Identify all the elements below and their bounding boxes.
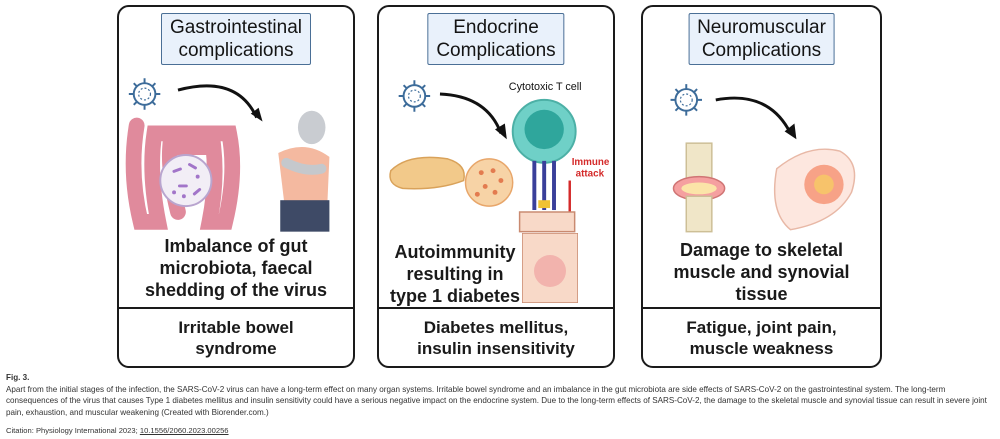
gastrointestinal-illustration [125, 78, 330, 232]
description-line: tissue [735, 284, 788, 304]
arrow-head-icon [784, 123, 797, 140]
panel-title-line: Endocrine [453, 17, 539, 38]
description-line: type 1 diabetes [389, 286, 521, 306]
knee-joint-icon [672, 142, 726, 233]
figure-caption: Fig. 3. Apart from the initial stages of… [6, 372, 994, 418]
doi-link[interactable]: 10.1556/2060.2023.00256 [139, 426, 229, 435]
panel-description: Damage to skeletal muscle and synovial t… [647, 239, 876, 305]
inflamed-knee-icon [773, 148, 856, 231]
panel-title-line: Gastrointestinal [169, 17, 303, 38]
pancreas-icon [389, 156, 514, 207]
panel-description: Imbalance of gut microbiota, faecal shed… [123, 235, 349, 301]
virus-icon [398, 80, 431, 112]
outcome-line: Diabetes mellitus, [423, 318, 569, 337]
immune-attack-label: attack [576, 169, 605, 180]
description-line: resulting in [406, 264, 504, 284]
panel-title-line: Complications [701, 40, 822, 61]
intestine-icon [125, 117, 241, 230]
description-line: muscle and synovial [673, 262, 850, 282]
curved-arrow-icon [439, 92, 503, 134]
panel-endocrine: Endocrine Complications Cytotoxic T cell [377, 5, 615, 368]
panel-title-line: complications [178, 40, 294, 61]
outcome-line: syndrome [195, 339, 277, 358]
panel-divider [643, 307, 880, 309]
citation: Citation: Physiology International 2023;… [6, 426, 229, 435]
panel-neuromuscular: Neuromuscular Complications [641, 5, 882, 368]
description-line: Damage to skeletal [679, 240, 844, 260]
description-line: microbiota, faecal [159, 258, 313, 278]
panel-divider [379, 307, 613, 309]
panel-gastrointestinal: Gastrointestinal complications [117, 5, 355, 368]
panel-title: Endocrine Complications [427, 13, 565, 65]
endocrine-illustration: Cytotoxic T cell [389, 80, 610, 233]
panel-title-line: Neuromuscular [697, 17, 826, 38]
virus-icon [128, 78, 161, 110]
beta-cell-icon [518, 211, 576, 233]
description-line: Imbalance of gut [164, 236, 308, 256]
panel-title-line: Complications [436, 40, 556, 61]
outcome-line: insulin insensitivity [417, 339, 575, 358]
citation-prefix: Citation: Physiology International 2023; [6, 426, 138, 435]
panel-outcome: Diabetes mellitus, insulin insensitivity [383, 317, 609, 359]
arrow-head-icon [495, 123, 507, 140]
curved-arrow-icon [177, 84, 258, 119]
beta-cell-body-icon [522, 233, 578, 303]
panel-outcome: Fatigue, joint pain, muscle weakness [647, 317, 876, 359]
figure-label: Fig. 3. [6, 373, 30, 382]
panel-description: Autoimmunity resulting in type 1 diabete… [385, 241, 525, 307]
t-cell-label: Cytotoxic T cell [509, 81, 582, 93]
outcome-line: Irritable bowel [178, 318, 294, 337]
abdominal-pain-person-icon [278, 110, 330, 232]
immune-attack-label: Immune [572, 157, 610, 168]
description-line: shedding of the virus [144, 280, 327, 300]
neuromuscular-illustration [670, 84, 856, 233]
virus-icon [670, 84, 703, 116]
outcome-line: Fatigue, joint pain, [686, 318, 837, 337]
description-line: Autoimmunity [394, 242, 516, 262]
outcome-line: muscle weakness [689, 339, 834, 358]
panel-outcome: Irritable bowel syndrome [123, 317, 349, 359]
panel-title: Gastrointestinal complications [160, 13, 312, 65]
t-cell-icon [511, 98, 577, 211]
curved-arrow-icon [715, 96, 792, 134]
arrow-head-icon [250, 107, 263, 122]
caption-text: Apart from the initial stages of the inf… [6, 384, 987, 417]
panel-divider [119, 307, 353, 309]
panel-title: Neuromuscular Complications [688, 13, 835, 65]
